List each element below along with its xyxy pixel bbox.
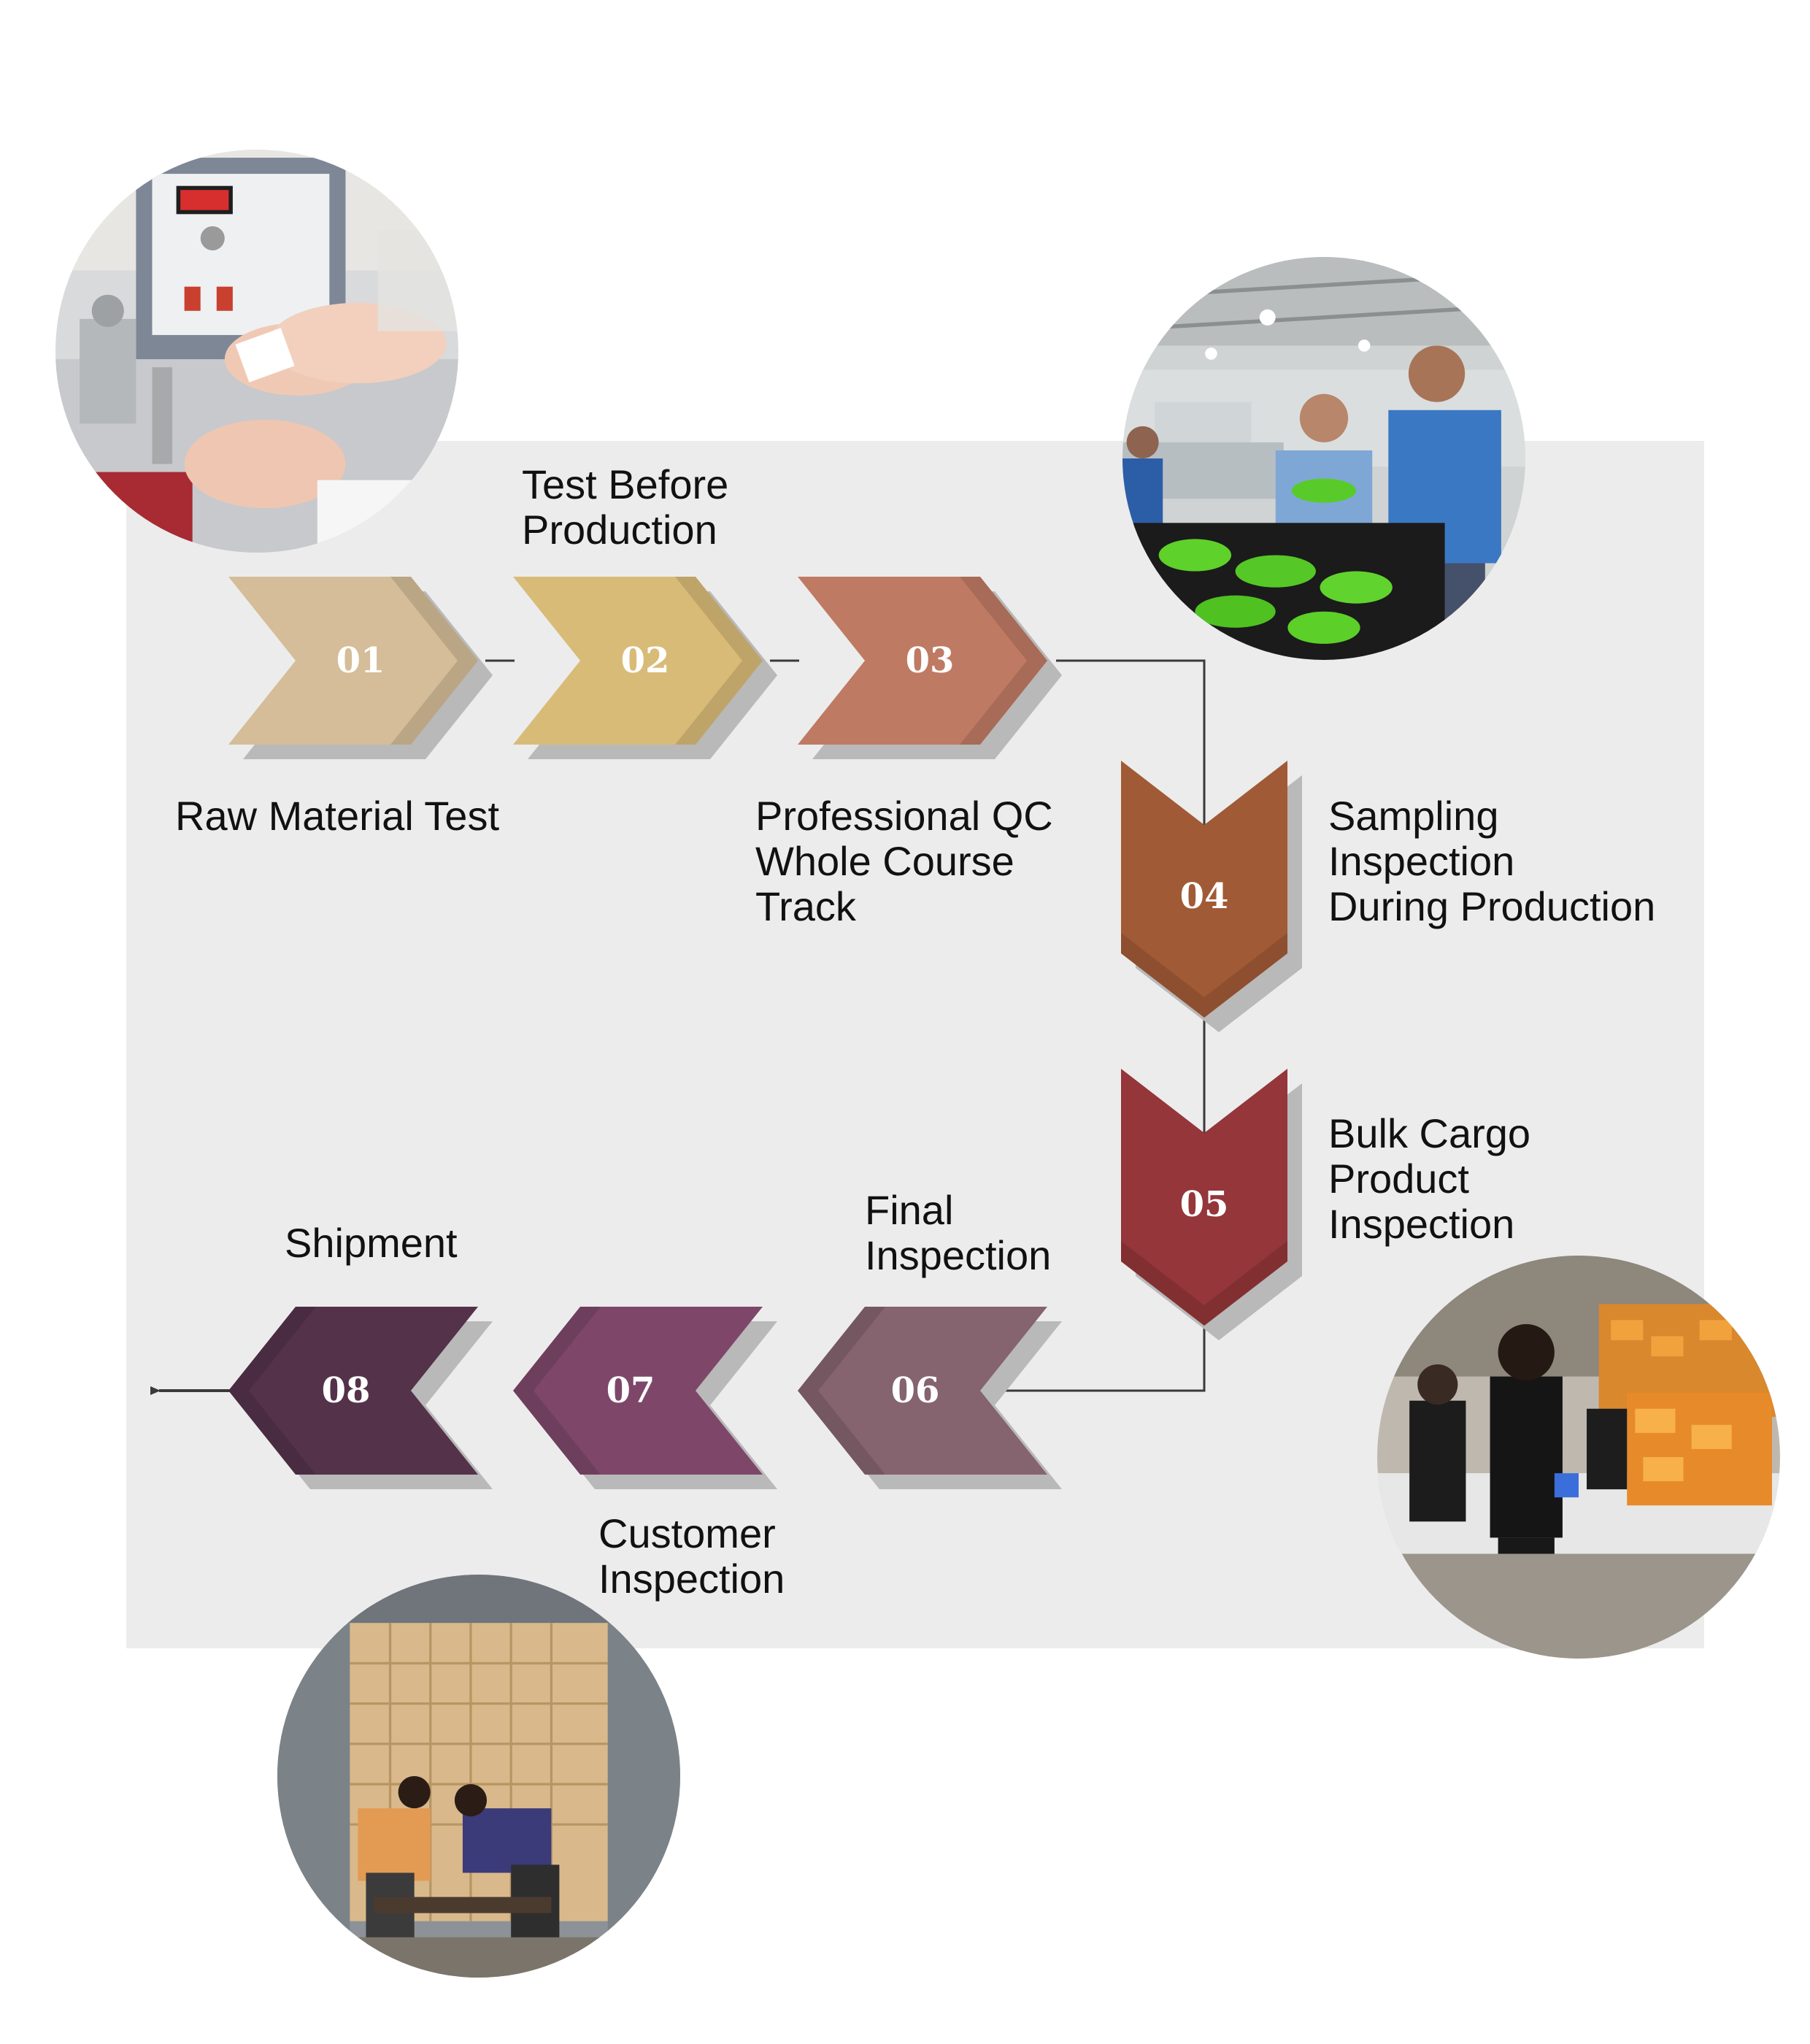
step-label-02: Test Before Production: [522, 461, 729, 553]
step-number: 05: [1180, 1184, 1229, 1225]
connector-line: [974, 1326, 1206, 1392]
step-chevron-06: 06: [798, 1307, 1062, 1489]
step-number: 01: [336, 640, 385, 681]
bulk-inspection-photo: [1377, 1256, 1780, 1659]
connector-lines: [150, 659, 1206, 1395]
step-chevron-02: 02: [513, 577, 777, 759]
step-label-05: Bulk Cargo Product Inspection: [1328, 1110, 1531, 1247]
step-label-04: Sampling Inspection During Production: [1328, 793, 1656, 929]
chevron-body: [513, 1307, 763, 1475]
chevron-fold: [390, 577, 478, 745]
factory-floor-photo: [1122, 257, 1525, 660]
chevron-body: [798, 1307, 1047, 1475]
step-chevron-03: 03: [798, 577, 1062, 759]
connector-line: [1056, 659, 1206, 840]
step-number: 03: [906, 640, 955, 681]
step-number: 02: [621, 640, 670, 681]
step-chevron-01: 01: [228, 577, 493, 759]
chevron-fold: [513, 1307, 601, 1475]
chevron-body: [228, 1307, 478, 1475]
chevron-fold: [1121, 1241, 1287, 1326]
step-number: 07: [606, 1370, 655, 1411]
step-label-06: Final Inspection: [865, 1187, 1052, 1278]
step-label-03: Professional QC Whole Course Track: [755, 793, 1053, 929]
step-label-07: Customer Inspection: [598, 1510, 785, 1602]
step-number: 06: [891, 1370, 940, 1411]
step-number: 04: [1180, 876, 1229, 917]
chevron-body: [1121, 761, 1287, 1018]
crockmeter-photo: [55, 150, 458, 553]
step-chevron-04: 04: [1121, 761, 1302, 1032]
step-chevron-05: 05: [1121, 1069, 1302, 1340]
chevron-body: [1121, 1069, 1287, 1326]
step-label-01: Raw Material Test: [175, 793, 500, 839]
step-number: 08: [322, 1370, 371, 1411]
step-chevron-08: 08: [228, 1307, 493, 1489]
chevron-body: [798, 577, 1047, 745]
chevron-fold: [228, 1307, 316, 1475]
step-chevron-07: 07: [513, 1307, 777, 1489]
container-loading-photo: [277, 1575, 680, 1978]
chevron-fold: [960, 577, 1047, 745]
chevron-fold: [798, 1307, 885, 1475]
chevron-fold: [675, 577, 763, 745]
chevron-body: [513, 577, 763, 745]
step-label-08: Shipment: [285, 1220, 458, 1266]
chevron-body: [228, 577, 478, 745]
chevron-fold: [1121, 933, 1287, 1018]
